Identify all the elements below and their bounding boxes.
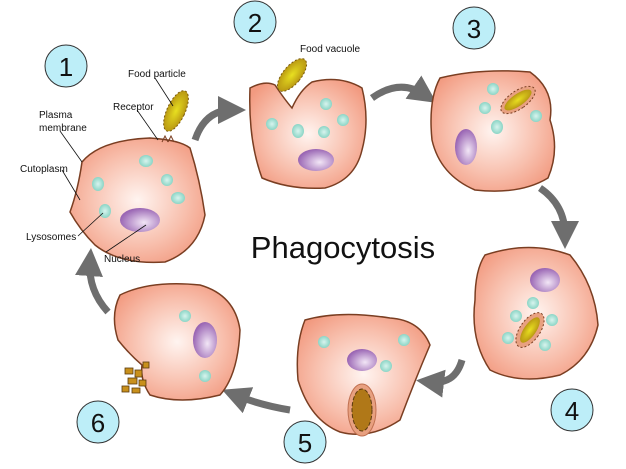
cell-step-2: [249, 58, 367, 190]
label-receptor: Receptor: [113, 102, 154, 113]
cell-step-5: [296, 313, 431, 437]
label-plasma-membrane-1: Plasma: [39, 110, 73, 121]
step-1-number: 1: [59, 52, 73, 82]
label-food-vacuole: Food vacuole: [300, 44, 360, 55]
label-lines: [59, 77, 174, 253]
step-numbers: 1 2 3 4 5 6: [44, 0, 594, 464]
cell-step-4: [473, 246, 599, 380]
step-6-number: 6: [91, 408, 105, 438]
cell-step-1: [69, 90, 206, 264]
cell-step-6: [113, 283, 241, 401]
label-lysosomes: Lysosomes: [26, 232, 76, 243]
diagram-title: Phagocytosis: [251, 230, 435, 265]
step-2-number: 2: [248, 8, 262, 38]
cycle-arrows: [75, 75, 579, 414]
step-4-number: 4: [565, 396, 579, 426]
label-nucleus: Nucleus: [104, 254, 140, 265]
label-food-particle: Food particle: [128, 69, 186, 80]
step-3-number: 3: [467, 14, 481, 44]
label-cytoplasm: Cutoplasm: [20, 164, 68, 175]
label-plasma-membrane-2: membrane: [39, 123, 87, 134]
cell-step-3: [430, 70, 556, 192]
step-5-number: 5: [298, 428, 312, 458]
